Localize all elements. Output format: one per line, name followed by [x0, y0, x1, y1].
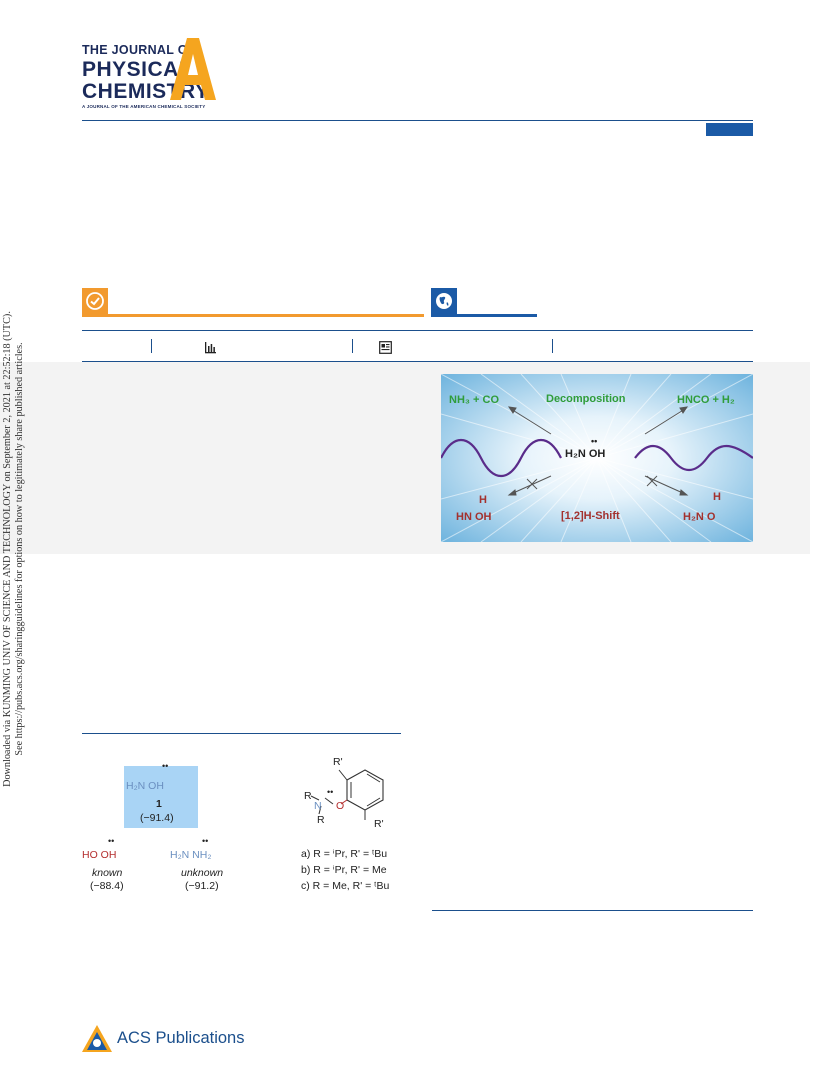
acs-logo-icon[interactable]: [81, 1024, 113, 1054]
m1-molecule: H₂N OH: [126, 780, 164, 792]
toc-center-dots: ••: [591, 436, 598, 446]
open-access-badge[interactable]: [82, 288, 108, 314]
metrics-rule-bottom: [82, 361, 753, 362]
metrics-rule-top: [82, 330, 753, 331]
check-circle-icon: [86, 292, 104, 310]
toc-h-shift: [1,2]H-Shift: [561, 510, 620, 522]
m2-value: (−88.4): [90, 880, 124, 892]
metrics-separator: [352, 339, 353, 353]
global-access-badge[interactable]: [431, 288, 457, 314]
journal-logo-line1: THE JOURNAL OF: [82, 43, 196, 57]
m3-molecule: H₂N NH₂: [170, 849, 212, 861]
toc-background: [441, 374, 753, 542]
aryl-r-prime-bottom: R': [374, 818, 384, 830]
aryl-r-prime-top: R': [333, 756, 343, 768]
globe-icon: [436, 293, 452, 309]
figure-rule: [82, 733, 401, 734]
journal-logo-line2: PHYSICAL: [82, 57, 193, 81]
article-type-tab: [706, 123, 753, 136]
variant-a: a) R = ⁱPr, R' = ᵗBu: [301, 848, 388, 860]
m3-dots: ••: [202, 836, 209, 846]
m1-number: 1: [156, 798, 162, 810]
open-access-bar: [82, 314, 424, 317]
m3-label: unknown: [181, 867, 224, 879]
m3-value: (−91.2): [185, 880, 219, 892]
variant-c: c) R = Me, R' = ᵗBu: [301, 880, 390, 892]
variant-b: b) R = ⁱPr, R' = Me: [301, 864, 387, 876]
toc-center-molecule: H₂N OH: [565, 448, 606, 460]
aryl-n: N: [314, 800, 322, 812]
toc-bl-molecule: HN OH: [456, 511, 492, 523]
m2-label: known: [92, 867, 123, 879]
toc-br-molecule: H₂N O: [683, 511, 716, 523]
highlight-box: [124, 766, 198, 828]
aryl-r-bottom: R: [317, 814, 325, 826]
metrics-separator: [552, 339, 553, 353]
toc-nh3-co: NH₃ + CO: [449, 394, 500, 406]
bar-chart-icon[interactable]: [204, 341, 217, 354]
toc-decomposition: Decomposition: [546, 393, 626, 405]
toc-hnco-h2: HNCO + H₂: [677, 394, 735, 406]
aryl-ring-structure: [310, 769, 384, 820]
m1-dots: ••: [162, 761, 169, 771]
acs-publications-label[interactable]: ACS Publications: [117, 1029, 245, 1047]
column-end-rule: [432, 910, 753, 911]
aryl-dots: ••: [327, 787, 334, 797]
toc-bl-h: H: [479, 494, 487, 506]
article-news-icon[interactable]: [379, 341, 392, 354]
header-rule: [82, 120, 753, 121]
journal-letter-a-logo: [170, 38, 216, 100]
journal-logo-tagline: A JOURNAL OF THE AMERICAN CHEMICAL SOCIE…: [82, 103, 206, 109]
aryl-r-top: R: [304, 790, 312, 802]
global-access-bar: [431, 314, 537, 317]
m2-dots: ••: [108, 836, 115, 846]
m2-molecule: HO OH: [82, 849, 117, 861]
toc-br-h: H: [713, 491, 721, 503]
aryl-o: O: [336, 800, 345, 812]
toc-graphic[interactable]: NH₃ + CO Decomposition HNCO + H₂ •• H₂N …: [441, 374, 753, 542]
metrics-separator: [151, 339, 152, 353]
chart-figure: •• H₂N OH 1 (−91.4) •• HO OH known (−88.…: [80, 756, 410, 900]
m1-value: (−91.4): [140, 812, 174, 824]
